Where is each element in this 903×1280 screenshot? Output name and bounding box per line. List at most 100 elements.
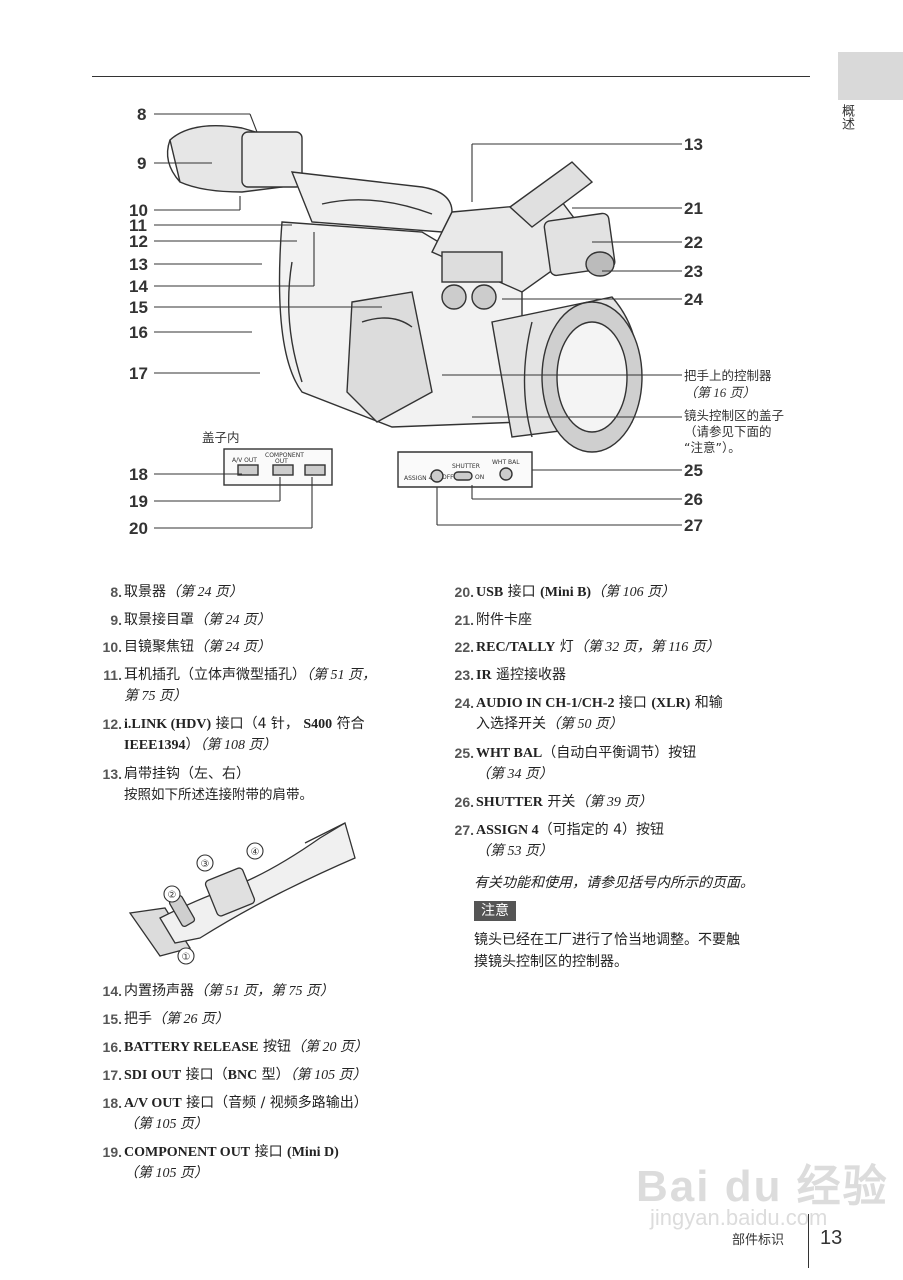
item-text: 符合 <box>332 716 365 732</box>
list-item: 19. COMPONENT OUT 接口 (Mini D)（第 105 页） <box>92 1142 452 1184</box>
item-text: 内置扬声器 <box>124 983 194 999</box>
handle-control-ref: （第 16 页） <box>684 385 756 400</box>
item-text: 灯 <box>555 639 574 655</box>
cover-inside-label: 盖子内 <box>202 430 240 445</box>
page-ref: （第 39 页） <box>575 795 653 810</box>
item-text: 取景器 <box>124 584 166 600</box>
callout-19: 19 <box>129 492 148 511</box>
component-out-label: OUT <box>275 458 288 465</box>
off-label: OFF <box>442 474 454 481</box>
list-item: 10. 目镜聚焦钮（第 24 页） <box>92 637 452 658</box>
list-item: 13. 肩带挂钩（左、右） 按照如下所述连接附带的肩带。 <box>92 764 452 806</box>
footer-section: 部件标识 <box>732 1233 785 1248</box>
lens-cover-line-1: 镜头控制区的盖子 <box>684 408 784 423</box>
item-text-bold: i.LINK (HDV) <box>124 717 212 732</box>
page-ref: （第 51 页，第 75 页） <box>194 984 334 999</box>
item-number: 8. <box>110 584 122 600</box>
list-item: 24. AUDIO IN CH-1/CH-2 接口 (XLR) 和输入选择开关（… <box>444 693 824 735</box>
camera-diagram: 8 9 10 11 12 13 14 15 16 17 18 19 20 13 … <box>129 105 784 538</box>
note-label: 注意 <box>474 901 516 921</box>
item-text-bold: SDI OUT <box>124 1068 182 1083</box>
callout-21: 21 <box>684 199 703 218</box>
page-ref: （第 108 页） <box>199 738 277 753</box>
list-item: 21. 附件卡座 <box>444 610 824 631</box>
item-text: 接口（4 针， <box>211 716 304 732</box>
baidu-watermark-url: jingyan.baidu.com <box>650 1205 828 1230</box>
on-label: ON <box>475 474 484 481</box>
callout-15: 15 <box>129 298 148 317</box>
item-text-bold: (XLR) <box>651 696 691 711</box>
callout-18: 18 <box>129 465 148 484</box>
item-number: 11. <box>103 667 122 683</box>
callout-12: 12 <box>129 232 148 251</box>
item-text: 和输 <box>690 695 723 711</box>
item-subtext: 按照如下所述连接附带的肩带。 <box>124 787 313 803</box>
item-text: 开关 <box>542 794 576 810</box>
item-number: 17. <box>102 1067 122 1083</box>
right-callouts: 13 21 22 23 24 25 26 27 <box>684 135 703 535</box>
item-text: 型） <box>257 1067 290 1083</box>
item-text: 肩带挂钩（左、右） <box>124 766 250 782</box>
item-text: 接口 <box>503 584 541 600</box>
page-ref: （第 106 页） <box>591 585 676 600</box>
item-number: 20. <box>454 584 474 600</box>
callout-24: 24 <box>684 290 703 309</box>
item-number: 25. <box>454 745 474 761</box>
callout-9: 9 <box>137 154 146 173</box>
callout-17: 17 <box>129 364 148 383</box>
item-text: 接口 <box>614 695 652 711</box>
page-ref: （第 24 页） <box>194 640 271 655</box>
callout-8: 8 <box>137 105 146 124</box>
callout-10: 10 <box>129 201 148 220</box>
list-item: 23. IR 遥控接收器 <box>444 665 824 686</box>
item-text-bold: BATTERY RELEASE <box>124 1040 259 1055</box>
page-ref: （第 50 页） <box>546 717 623 732</box>
callout-13-right: 13 <box>684 135 703 154</box>
item-text: 遥控接收器 <box>491 667 567 683</box>
page-ref: （第 26 页） <box>152 1012 229 1027</box>
page-number: 13 <box>820 1227 843 1249</box>
page-ref: （第 105 页） <box>289 1068 367 1083</box>
item-text-bold: (Mini B) <box>540 585 592 600</box>
item-text: 接口（音频 / 视频多路输出） <box>181 1095 368 1111</box>
page-ref: 第 75 页） <box>124 689 187 704</box>
item-text-bold: COMPONENT OUT <box>124 1145 251 1160</box>
item-text: 附件卡座 <box>476 612 532 628</box>
right-leader-lines <box>436 143 682 526</box>
item-text: （自动白平衡调节）按钮 <box>542 745 697 761</box>
step-2-icon: ② <box>168 890 177 901</box>
item-text-bold: WHT BAL <box>476 746 543 761</box>
callout-13-left: 13 <box>129 255 148 274</box>
lens-cover-line-2: （请参见下面的 <box>684 424 772 439</box>
list-item: 27. ASSIGN 4（可指定的 4）按钮（第 53 页） <box>444 820 824 862</box>
note-line-1: 镜头已经在工厂进行了恰当地调整。不要触 <box>474 932 740 948</box>
callout-23: 23 <box>684 262 703 281</box>
callout-27: 27 <box>684 516 703 535</box>
item-text-bold: IR <box>476 668 492 683</box>
list-item: 14. 内置扬声器（第 51 页，第 75 页） <box>92 981 452 1002</box>
note-text: 镜头已经在工厂进行了恰当地调整。不要触 摸镜头控制区的控制器。 <box>474 929 814 973</box>
item-number: 9. <box>110 612 122 628</box>
av-out-label: A/V OUT <box>232 457 257 464</box>
list-item: 8. 取景器（第 24 页） <box>92 582 452 603</box>
list-item: 26. SHUTTER 开关（第 39 页） <box>444 792 824 813</box>
item-number: 13. <box>102 766 122 782</box>
list-item: 18. A/V OUT 接口（音频 / 视频多路输出）（第 105 页） <box>92 1093 452 1135</box>
shoulder-strap-illustration: ③ ④ ② ① <box>128 822 356 965</box>
item-number: 21. <box>454 612 474 628</box>
page-ref-note: 有关功能和使用，请参见括号内所示的页面。 <box>474 876 754 891</box>
page-ref: （第 24 页） <box>166 585 243 600</box>
camera-illustration <box>166 125 643 488</box>
page-ref: （第 53 页） <box>476 844 553 859</box>
item-number: 16. <box>102 1039 122 1055</box>
item-number: 23. <box>454 667 474 683</box>
list-item: 25. WHT BAL（自动白平衡调节）按钮（第 34 页） <box>444 743 824 785</box>
item-text: 取景接目罩 <box>124 612 194 628</box>
note-line-2: 摸镜头控制区的控制器。 <box>474 954 628 970</box>
item-number: 18. <box>102 1095 122 1111</box>
item-number: 24. <box>454 695 474 711</box>
callout-26: 26 <box>684 490 703 509</box>
header-rule <box>92 76 810 77</box>
list-item: 16. BATTERY RELEASE 按钮（第 20 页） <box>92 1037 452 1058</box>
